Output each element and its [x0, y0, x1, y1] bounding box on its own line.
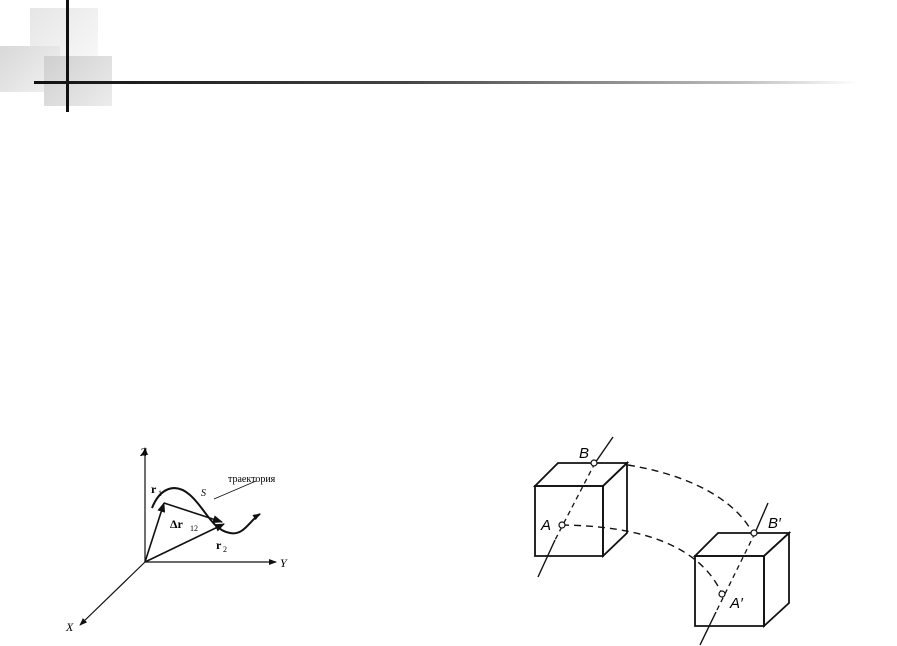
- point-a-prime-marker: [718, 590, 726, 598]
- label-point-a: A: [540, 517, 551, 534]
- point-b-prime-marker: [750, 529, 758, 537]
- vector-delta-r12: [163, 502, 223, 523]
- line-ab-prime-outer-bottom: [699, 611, 717, 646]
- line-ab-prime-outer-top: [754, 502, 769, 534]
- label-point-b: B: [579, 445, 589, 462]
- cube-moved: [692, 530, 792, 629]
- label-r1-sub: 1: [158, 489, 162, 498]
- label-path-s: S: [201, 488, 206, 499]
- label-point-b-prime: B′: [768, 515, 782, 532]
- axis-y-label: Y: [280, 556, 288, 570]
- arc-b-to-b-prime: [627, 464, 753, 533]
- axis-x-label: X: [65, 620, 74, 634]
- trajectory-label: траектория: [228, 474, 276, 485]
- cube-original: [532, 460, 630, 559]
- label-delta-r-sub: 12: [190, 524, 198, 533]
- point-b-marker: [590, 459, 598, 467]
- point-a-marker: [558, 521, 566, 529]
- title-underline: [34, 81, 858, 84]
- trajectory-leader: [213, 480, 257, 500]
- decor-vertical-line: [66, 0, 69, 112]
- line-ab-prime-hidden: [715, 532, 756, 613]
- label-delta-r: Δr: [170, 517, 184, 531]
- axis-x-line: [79, 561, 146, 626]
- label-r2: r: [216, 538, 222, 552]
- line-ab-outer-top: [594, 436, 614, 464]
- label-point-a-prime: A′: [729, 595, 744, 612]
- axis-z-label: Z: [140, 445, 147, 459]
- vector-r1: [144, 502, 166, 563]
- vector-r2: [144, 523, 225, 563]
- label-r2-sub: 2: [223, 545, 227, 554]
- label-r1: r: [151, 482, 157, 496]
- arc-a-to-a-prime: [561, 524, 723, 595]
- line-ab-outer-bottom: [537, 539, 556, 578]
